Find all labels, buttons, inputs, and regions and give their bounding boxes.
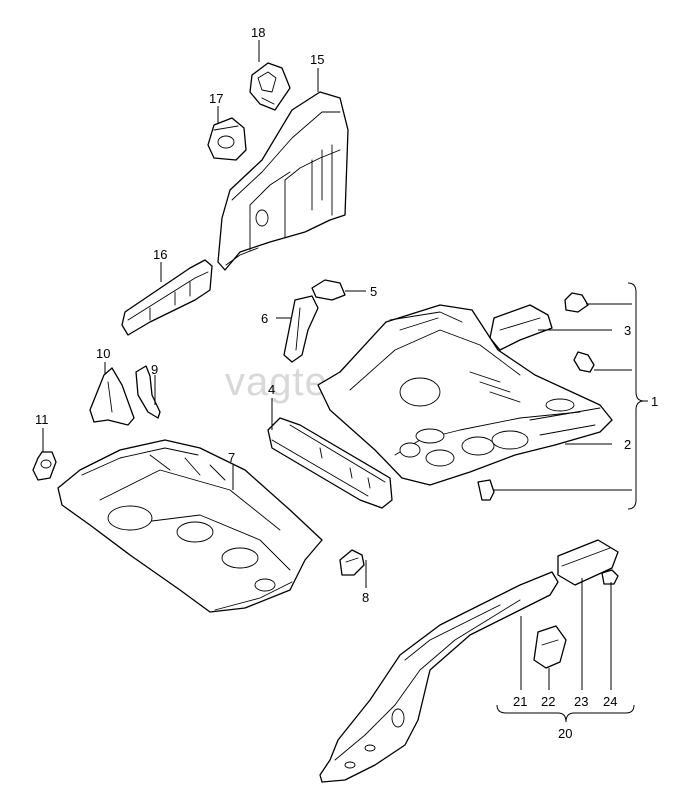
label-17: 17 — [209, 91, 223, 106]
label-23: 23 — [574, 694, 588, 709]
label-7: 7 — [228, 450, 235, 465]
label-20: 20 — [558, 726, 572, 741]
leader-lines — [42, 40, 648, 723]
label-4: 4 — [268, 382, 275, 397]
part-7-front-floor — [57, 439, 323, 613]
label-10: 10 — [96, 346, 110, 361]
part-10-bracket — [89, 367, 135, 426]
part-1-block — [564, 292, 589, 313]
part-1-clip — [573, 351, 595, 373]
part-15-wheelhouse — [217, 91, 349, 271]
part-23-bracket — [557, 539, 619, 586]
part-24-plate — [601, 569, 619, 585]
label-18: 18 — [251, 25, 265, 40]
label-3: 3 — [624, 323, 631, 338]
part-1-clip-lower — [477, 479, 495, 501]
part-5-plate — [311, 279, 346, 301]
part-9-bracket — [135, 365, 161, 419]
part-1-rear-floor — [317, 304, 613, 486]
label-1: 1 — [651, 394, 658, 409]
part-16-rail — [121, 259, 213, 336]
label-9: 9 — [151, 362, 158, 377]
label-11: 11 — [35, 412, 49, 427]
part-8-clip — [339, 549, 365, 576]
label-8: 8 — [362, 590, 369, 605]
part-18-bracket — [249, 62, 291, 111]
part-4-crossmember — [267, 417, 393, 509]
part-11-mount — [32, 451, 57, 481]
part-6-bracket — [283, 295, 319, 363]
label-15: 15 — [310, 52, 324, 67]
part-17-bracket — [207, 117, 247, 161]
callout-labels: 18 17 15 16 5 6 10 9 11 4 7 8 3 2 1 21 2… — [35, 25, 658, 741]
label-6: 6 — [261, 311, 268, 326]
label-21: 21 — [513, 694, 527, 709]
label-22: 22 — [541, 694, 555, 709]
label-24: 24 — [603, 694, 617, 709]
part-22-bracket — [533, 625, 567, 669]
label-5: 5 — [370, 284, 377, 299]
part-1-bracket-right — [489, 304, 553, 351]
label-16: 16 — [153, 247, 167, 262]
part-21-side-member — [319, 571, 559, 783]
label-2: 2 — [624, 437, 631, 452]
